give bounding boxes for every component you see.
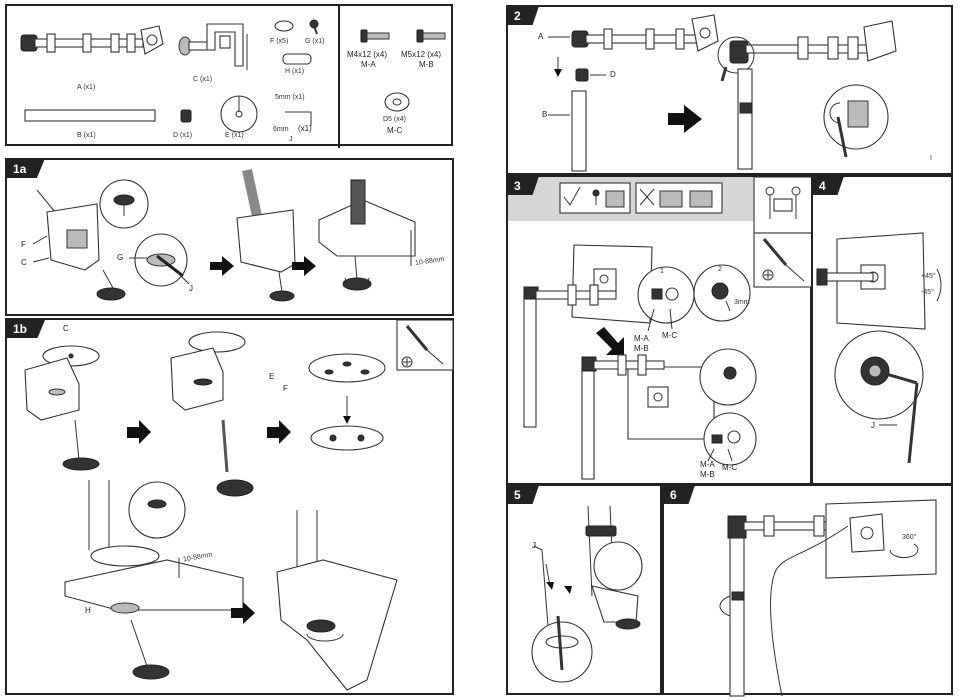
- label-3-mb-1: M-B: [634, 344, 649, 353]
- label-mc-spec: D5 (x4): [383, 116, 406, 123]
- label-1a-c: C: [21, 258, 27, 267]
- label-part-j: J: [289, 136, 293, 143]
- label-1b-c: C: [63, 324, 69, 333]
- step-1b-tag: 1b: [7, 320, 46, 338]
- step-5-panel: 5 J: [506, 484, 662, 695]
- step-2-panel: 2 A D: [506, 5, 953, 175]
- label-part-a: A (x1): [77, 84, 96, 91]
- label-4-tilt-up: +45°: [921, 273, 936, 280]
- label-3-mc-1: M-C: [662, 331, 678, 340]
- label-j-6mm: 6mm: [273, 126, 289, 133]
- step-1b-panel: 1b: [5, 318, 454, 695]
- label-j-5mm: 5mm (x1): [275, 94, 305, 101]
- step-1a-tag: 1a: [7, 160, 45, 178]
- label-5-j: J: [532, 541, 536, 550]
- label-3-num-2: 2: [718, 266, 722, 273]
- step-4-panel: 4 +45° -45° J: [811, 175, 953, 485]
- step-4-illustration: [816, 232, 942, 464]
- part-j-hex-key: [285, 111, 312, 126]
- label-3-num-1: 1: [660, 268, 664, 275]
- parts-illustration: [20, 6, 446, 148]
- label-1a-g: G: [117, 253, 124, 262]
- step-1b-illustration: [24, 320, 454, 691]
- part-a-arm: [20, 25, 164, 55]
- step-5-tag: 5: [508, 486, 539, 504]
- label-3-mc-2: M-C: [722, 463, 738, 472]
- step-6-tag: 6: [664, 486, 695, 504]
- label-4-tilt-down: -45°: [921, 289, 934, 296]
- step-2-tag: 2: [508, 7, 539, 25]
- label-part-e: E (x1): [225, 132, 244, 139]
- part-c-clamp: [178, 23, 248, 70]
- label-mc: M-C: [387, 126, 403, 135]
- label-part-f: F (x5): [270, 38, 289, 45]
- label-2-d: D: [610, 70, 616, 79]
- label-2-a: A: [538, 32, 544, 41]
- label-6-rotate: 360°: [902, 534, 917, 541]
- screw-mb-icon: [416, 29, 446, 43]
- part-d-cap: [180, 109, 192, 123]
- label-3-ma-2: M-A: [700, 460, 715, 469]
- screw-ma-icon: [360, 29, 390, 43]
- label-1b-f: F: [283, 384, 288, 393]
- step-2-illustration: [548, 14, 897, 172]
- step-6-illustration: [719, 499, 937, 697]
- step-3-tag: 3: [508, 177, 539, 195]
- step-6-panel: 6 360°: [662, 484, 953, 697]
- label-part-h: H (x1): [285, 68, 305, 75]
- label-3-mm: 3mm: [734, 299, 750, 306]
- label-1a-j: J: [189, 284, 193, 293]
- step-4-tag: 4: [813, 177, 844, 195]
- step-5-illustration: [531, 505, 643, 683]
- label-part-c: C (x1): [193, 76, 213, 83]
- part-g-screw: [309, 19, 319, 35]
- label-mb: M-B: [419, 60, 434, 69]
- label-part-d: D (x1): [173, 132, 193, 139]
- label-ma-spec: M4x12 (x4): [347, 50, 388, 59]
- label-4-j: J: [871, 421, 875, 430]
- label-3-ma-1: M-A: [634, 334, 649, 343]
- label-j-qty: (x1): [298, 124, 312, 133]
- step-3-illustration: [508, 177, 813, 480]
- step-3-panel: 3: [506, 175, 813, 485]
- part-h-plate: [282, 53, 312, 65]
- step-1a-illustration: [32, 168, 416, 302]
- label-1a-f: F: [21, 240, 26, 249]
- label-mb-spec: M5x12 (x4): [401, 50, 442, 59]
- washer-mc-icon: [384, 92, 410, 112]
- label-part-b: B (x1): [77, 132, 96, 139]
- label-part-g: G (x1): [305, 38, 325, 45]
- part-f-washer: [274, 20, 294, 32]
- label-2-note: I: [930, 155, 932, 162]
- step-1a-panel: 1a F C G J: [5, 158, 454, 316]
- part-e-base: [220, 95, 258, 133]
- part-b-pole: [24, 109, 156, 122]
- label-ma: M-A: [361, 60, 376, 69]
- label-3-mb-2: M-B: [700, 470, 715, 479]
- label-1b-h: H: [85, 606, 91, 615]
- label-1b-e: E: [269, 372, 275, 381]
- label-2-b: B: [542, 110, 548, 119]
- parts-panel: A (x1) C (x1) F (x5) G (x1) H (x1) B (x1…: [5, 4, 453, 148]
